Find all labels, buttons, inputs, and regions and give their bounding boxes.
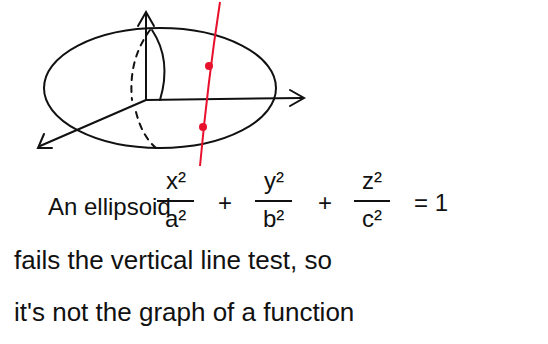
cross-section-front [152, 30, 165, 100]
note-text: An ellipsoid [48, 194, 171, 220]
note-text: fails the vertical line test, so [14, 246, 332, 275]
numerator: z² [362, 168, 382, 194]
z-arrowhead [138, 12, 154, 26]
intersection-dot [205, 62, 213, 70]
denominator: b² [263, 206, 284, 232]
y-axis [146, 98, 302, 100]
fraction-bar [255, 200, 292, 202]
note-text: it's not the graph of a function [14, 298, 354, 327]
x-axis [40, 100, 146, 146]
fraction-bar [354, 200, 390, 202]
cross-section-dashed [131, 30, 150, 100]
equals-one: = 1 [414, 190, 448, 216]
numerator: x² [166, 168, 186, 194]
denominator: c² [362, 206, 382, 232]
z-axis [145, 14, 147, 100]
numerator: y² [264, 168, 284, 194]
vertical-line [200, 2, 220, 166]
cross-section-dashed [136, 112, 156, 148]
y-arrowhead [290, 90, 304, 106]
x-arrowhead [38, 134, 52, 148]
intersection-dot [199, 123, 207, 131]
fraction-bar [157, 200, 194, 202]
plus-sign: + [218, 190, 232, 216]
denominator: a² [165, 206, 186, 232]
plus-sign: + [318, 190, 332, 216]
